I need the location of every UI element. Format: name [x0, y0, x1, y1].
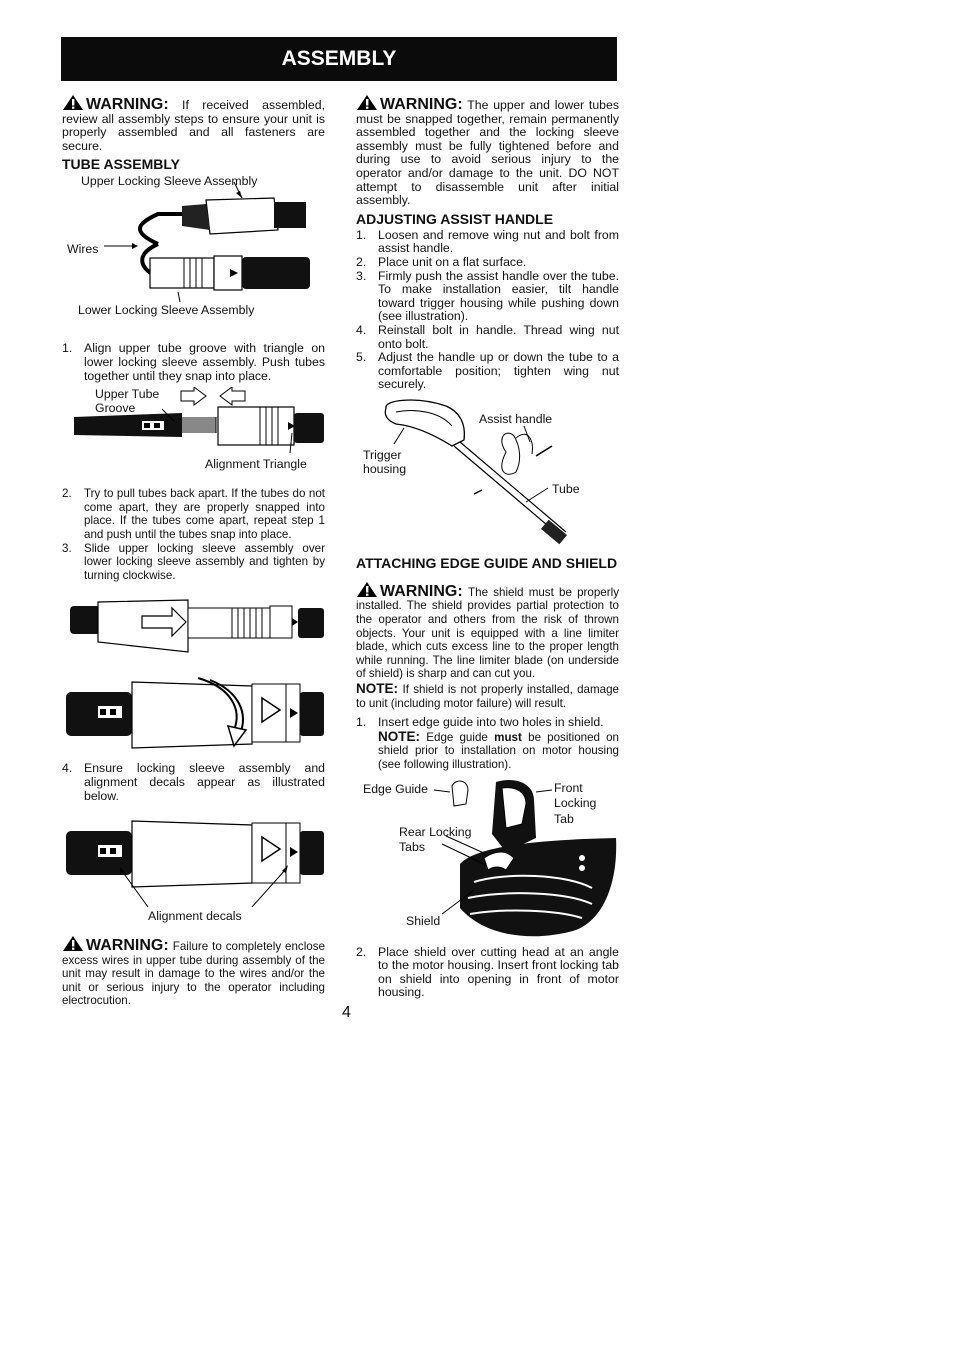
tube-label: Tube	[552, 481, 580, 496]
groove-label-line2: Groove	[95, 401, 136, 416]
shield-label: Shield	[406, 913, 441, 928]
trigger-label-line1: Trigger	[363, 447, 402, 462]
tube-step-2: 2.Try to pull tubes back apart. If the t…	[62, 487, 325, 541]
slide-sleeve-illustration	[62, 592, 325, 662]
warning-text: The upper and lower tubes must be snappe…	[356, 98, 619, 208]
assist-handle-illustration: Assist handle Trigger housing Tube	[356, 398, 619, 548]
snap-tubes-drawing	[74, 387, 324, 454]
handle-step: 5.Adjust the handle up or down the tube …	[356, 350, 619, 392]
warning-text: If received assembled, review all assemb…	[62, 98, 326, 153]
assist-handle-label: Assist handle	[479, 411, 553, 426]
upper-sleeve-label: Upper Locking Sleeve Assembly	[81, 174, 258, 189]
tube-step-3: 3.Slide upper locking sleeve assembly ov…	[62, 541, 325, 582]
warning-excess-wires: WARNING: Failure to completely enclose e…	[62, 935, 325, 1008]
tube-assembly-illustration: Upper Locking Sleeve Assembly Wires Lowe…	[62, 174, 325, 334]
front-tab-label-line3: Tab	[554, 811, 574, 826]
snap-tubes-illustration: Upper Tube Groove Alignment Triangle	[62, 387, 325, 483]
right-column: WARNING: The upper and lower tubes must …	[356, 94, 619, 1000]
warning-text: Failure to completely enclose excess wir…	[62, 940, 325, 1008]
tighten-sleeve-illustration	[62, 674, 325, 754]
warning-received-assembled: WARNING: If received assembled, review a…	[62, 94, 325, 153]
front-tab-label-line1: Front	[554, 780, 583, 795]
assist-handle-drawing	[384, 399, 568, 545]
edge-step-2: 2.Place shield over cutting head at an a…	[356, 944, 619, 1000]
edge-guide-label: Edge Guide	[363, 781, 428, 796]
assist-handle-heading: ADJUSTING ASSIST HANDLE	[356, 210, 554, 227]
warning-triangle-icon	[62, 935, 84, 952]
front-tab-label-line2: Locking	[554, 795, 597, 810]
handle-step: 1.Loosen and remove wing nut and bolt fr…	[356, 227, 619, 256]
banner-title: ASSEMBLY	[281, 47, 397, 70]
warning-tubes-snapped: WARNING: The upper and lower tubes must …	[356, 94, 619, 208]
tube-assembly-drawing	[104, 182, 310, 303]
warning-text: The shield must be properly installed. T…	[356, 585, 619, 681]
slide-sleeve-drawing	[70, 599, 324, 653]
alignment-decals-drawing	[66, 820, 324, 908]
left-column: WARNING: If received assembled, review a…	[62, 94, 325, 1008]
page-banner: ASSEMBLY	[61, 37, 617, 81]
wires-label: Wires	[67, 242, 99, 257]
warning-label: WARNING:	[380, 96, 463, 113]
assist-handle-steps: 1.Loosen and remove wing nut and bolt fr…	[356, 227, 619, 392]
warning-label: WARNING:	[380, 582, 463, 600]
warning-triangle-icon	[356, 94, 378, 111]
tube-steps-2: 2.Try to pull tubes back apart. If the t…	[62, 487, 325, 582]
alignment-decals-illustration: Alignment decals	[62, 819, 325, 929]
lower-sleeve-label: Lower Locking Sleeve Assembly	[78, 303, 255, 318]
trigger-label-line2: housing	[363, 461, 407, 476]
edge-steps-2: 2.Place shield over cutting head at an a…	[356, 944, 619, 1000]
edge-step-1: 1.Insert edge guide into two holes in sh…	[356, 715, 619, 771]
warning-triangle-icon	[62, 94, 84, 111]
shield-drawing	[433, 779, 617, 936]
tube-step-4: 4.Ensure locking sleeve assembly and ali…	[62, 761, 325, 803]
handle-step: 4.Reinstall bolt in handle. Thread wing …	[356, 322, 619, 351]
tighten-sleeve-drawing	[66, 677, 324, 749]
shield-note: NOTE: If shield is not properly installe…	[356, 682, 619, 710]
note-text: If shield is not properly installed, dam…	[356, 683, 620, 710]
tube-steps-1: 1.Align upper tube groove with triangle …	[62, 342, 325, 383]
edge-steps-1: 1.Insert edge guide into two holes in sh…	[356, 715, 619, 771]
alignment-decals-label: Alignment decals	[148, 909, 242, 924]
warning-label: WARNING:	[86, 96, 169, 113]
groove-label-line1: Upper Tube	[95, 387, 160, 402]
handle-step: 3.Firmly push the assist handle over the…	[356, 268, 619, 324]
tube-step-1: 1.Align upper tube groove with triangle …	[62, 341, 325, 383]
tube-assembly-heading: TUBE ASSEMBLY	[62, 156, 180, 173]
shield-illustration: Edge Guide Front Locking Tab Rear Lockin…	[356, 778, 619, 940]
alignment-triangle-label: Alignment Triangle	[205, 457, 307, 472]
note-label: NOTE:	[356, 681, 398, 697]
tube-steps-3: 4.Ensure locking sleeve assembly and ali…	[62, 761, 325, 803]
handle-step: 2.Place unit on a flat surface.	[356, 254, 527, 269]
warning-shield: WARNING: The shield must be properly ins…	[356, 581, 619, 681]
page-number: 4	[342, 1004, 351, 1021]
rear-tabs-label-line1: Rear Locking	[399, 824, 472, 839]
warning-triangle-icon	[356, 581, 378, 598]
warning-label: WARNING:	[86, 937, 169, 955]
edge-guide-heading: ATTACHING EDGE GUIDE AND SHIELD	[356, 554, 618, 571]
rear-tabs-label-line2: Tabs	[399, 839, 425, 854]
